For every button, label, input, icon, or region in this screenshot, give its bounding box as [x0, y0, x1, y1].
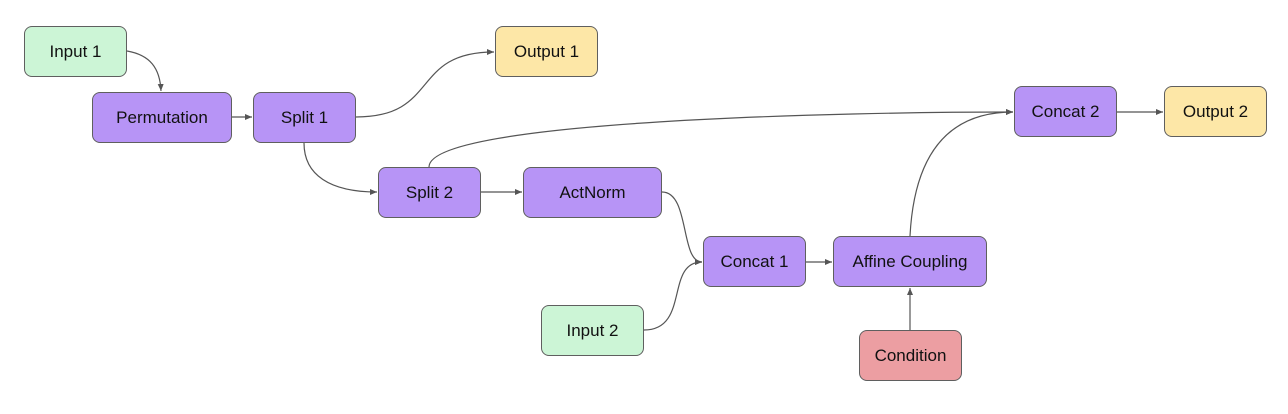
node-split-2: Split 2 [378, 167, 481, 218]
node-label: Permutation [116, 107, 208, 127]
node-affine-coupling: Affine Coupling [833, 236, 987, 287]
edge-split2-concat2 [428, 109, 1014, 168]
edge-input2-concat1 [643, 259, 703, 331]
node-input-2: Input 2 [541, 305, 644, 356]
node-label: Condition [874, 345, 947, 365]
node-permutation: Permutation [92, 92, 232, 143]
node-label: Output 2 [1182, 101, 1249, 121]
edge-actnorm-concat1 [661, 191, 703, 265]
edge-input1-permutation [126, 50, 164, 92]
node-label: Concat 1 [720, 251, 789, 271]
edge-split1-split2 [303, 142, 378, 195]
edge-split1-output1 [355, 49, 495, 118]
node-split-1: Split 1 [253, 92, 356, 143]
node-label: Output 1 [513, 41, 580, 61]
node-label: Input 1 [49, 41, 102, 61]
node-label: Split 2 [405, 182, 454, 202]
node-output-1: Output 1 [495, 26, 598, 77]
node-output-2: Output 2 [1164, 86, 1267, 137]
node-concat-2: Concat 2 [1014, 86, 1117, 137]
node-concat-1: Concat 1 [703, 236, 806, 287]
node-actnorm: ActNorm [523, 167, 662, 218]
node-label: Concat 2 [1031, 101, 1100, 121]
node-input-1: Input 1 [24, 26, 127, 77]
edge-affine-concat2 [909, 109, 1014, 237]
node-label: ActNorm [559, 182, 626, 202]
node-label: Split 1 [280, 107, 329, 127]
node-label: Affine Coupling [852, 251, 968, 271]
node-condition: Condition [859, 330, 962, 381]
node-label: Input 2 [566, 320, 619, 340]
